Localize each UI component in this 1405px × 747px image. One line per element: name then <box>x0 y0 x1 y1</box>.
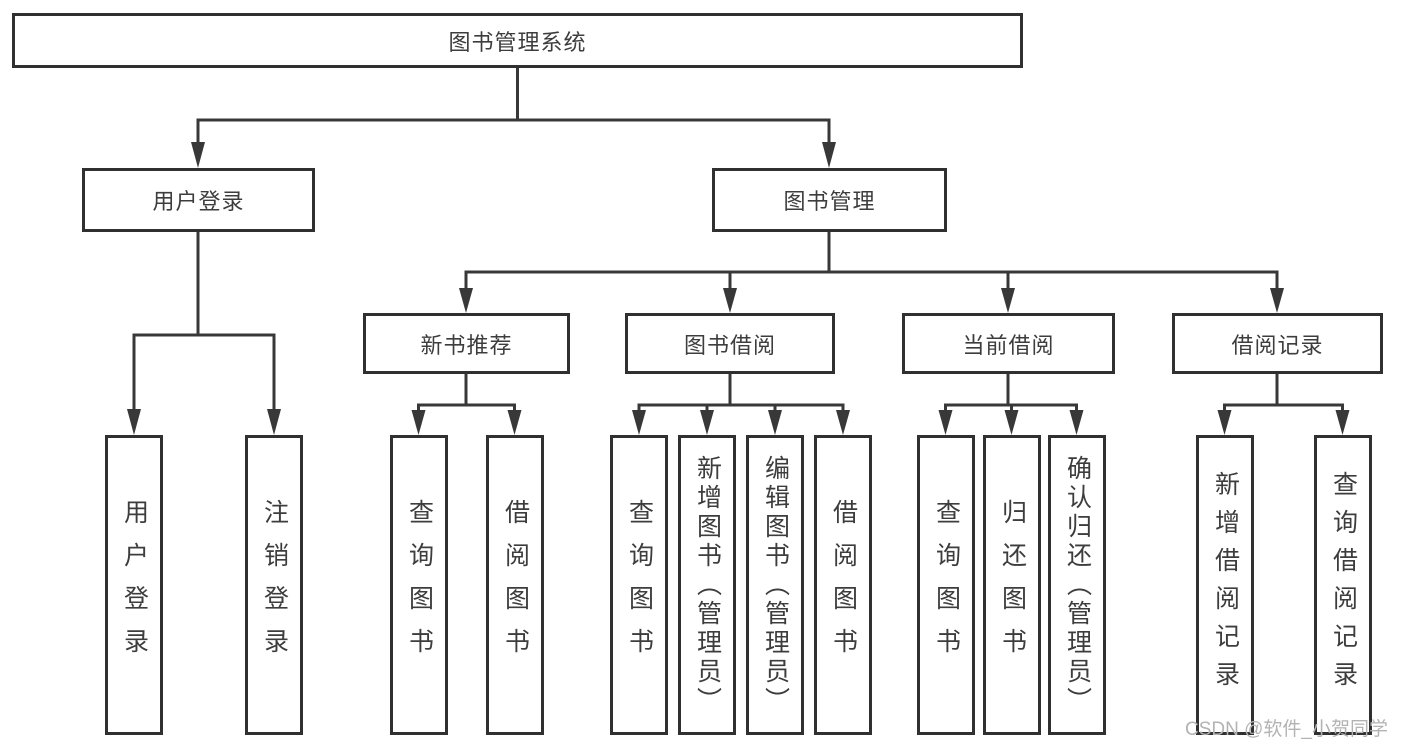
leaf-label: 查询借阅记录 <box>1329 471 1358 699</box>
leaf-label: 新增图书（管理员） <box>693 454 722 716</box>
connector-root-to-level2 <box>191 68 836 168</box>
leaf-user-login: 用户登录 <box>105 435 163 735</box>
leaf-newbook-query-books: 查询图书 <box>390 435 448 735</box>
leaf-label: 查询图书 <box>932 499 961 671</box>
node-current-borrow: 当前借阅 <box>902 313 1115 374</box>
leaf-label: 归还图书 <box>998 499 1027 671</box>
leaf-current-return-books: 归还图书 <box>983 435 1041 735</box>
leaf-label: 用户登录 <box>120 499 149 671</box>
node-label: 用户登录 <box>152 189 245 214</box>
leaf-borrow-borrow-books: 借阅图书 <box>814 435 872 735</box>
node-book-borrow: 图书借阅 <box>625 313 835 374</box>
node-label: 图书借阅 <box>683 332 776 358</box>
node-user-login: 用户登录 <box>82 168 315 232</box>
node-book-management: 图书管理 <box>712 168 947 232</box>
leaf-label: 编辑图书（管理员） <box>761 454 790 716</box>
connector-user-login-to-leaves <box>127 232 281 435</box>
leaf-label: 借阅图书 <box>829 499 858 671</box>
connector-book-mgmt-to-level3 <box>459 232 1284 313</box>
node-library-management-system: 图书管理系统 <box>12 13 1023 68</box>
leaf-record-query-record: 查询借阅记录 <box>1314 435 1372 735</box>
leaf-label: 注销登录 <box>260 499 289 671</box>
node-label: 图书管理系统 <box>448 29 587 55</box>
leaf-logout: 注销登录 <box>245 435 303 735</box>
leaf-current-query-books: 查询图书 <box>917 435 975 735</box>
node-label: 借阅记录 <box>1231 332 1324 358</box>
node-label: 当前借阅 <box>962 332 1055 358</box>
connector-current-borrow-to-leaves <box>938 374 1084 435</box>
node-label: 图书管理 <box>783 189 876 214</box>
node-new-book-recommend: 新书推荐 <box>363 313 570 374</box>
leaf-borrow-edit-books-admin: 编辑图书（管理员） <box>746 435 804 735</box>
leaf-borrow-add-books-admin: 新增图书（管理员） <box>678 435 736 735</box>
leaf-record-add-record: 新增借阅记录 <box>1196 435 1254 735</box>
leaf-current-confirm-return-admin: 确认归还（管理员） <box>1048 435 1106 735</box>
leaf-newbook-borrow-books: 借阅图书 <box>486 435 544 735</box>
connector-borrow-record-to-leaves <box>1217 374 1350 435</box>
leaf-label: 查询图书 <box>405 499 434 671</box>
connector-new-book-to-leaves <box>411 374 522 435</box>
leaf-label: 借阅图书 <box>501 499 530 671</box>
watermark: CSDN @软件_小贺同学 <box>1185 719 1388 740</box>
leaf-label: 确认归还（管理员） <box>1063 454 1092 716</box>
leaf-borrow-query-books: 查询图书 <box>610 435 668 735</box>
leaf-label: 新增借阅记录 <box>1211 471 1240 699</box>
connector-book-borrow-to-leaves <box>632 374 850 435</box>
node-label: 新书推荐 <box>420 332 513 358</box>
leaf-label: 查询图书 <box>625 499 654 671</box>
node-borrow-record: 借阅记录 <box>1172 313 1383 374</box>
